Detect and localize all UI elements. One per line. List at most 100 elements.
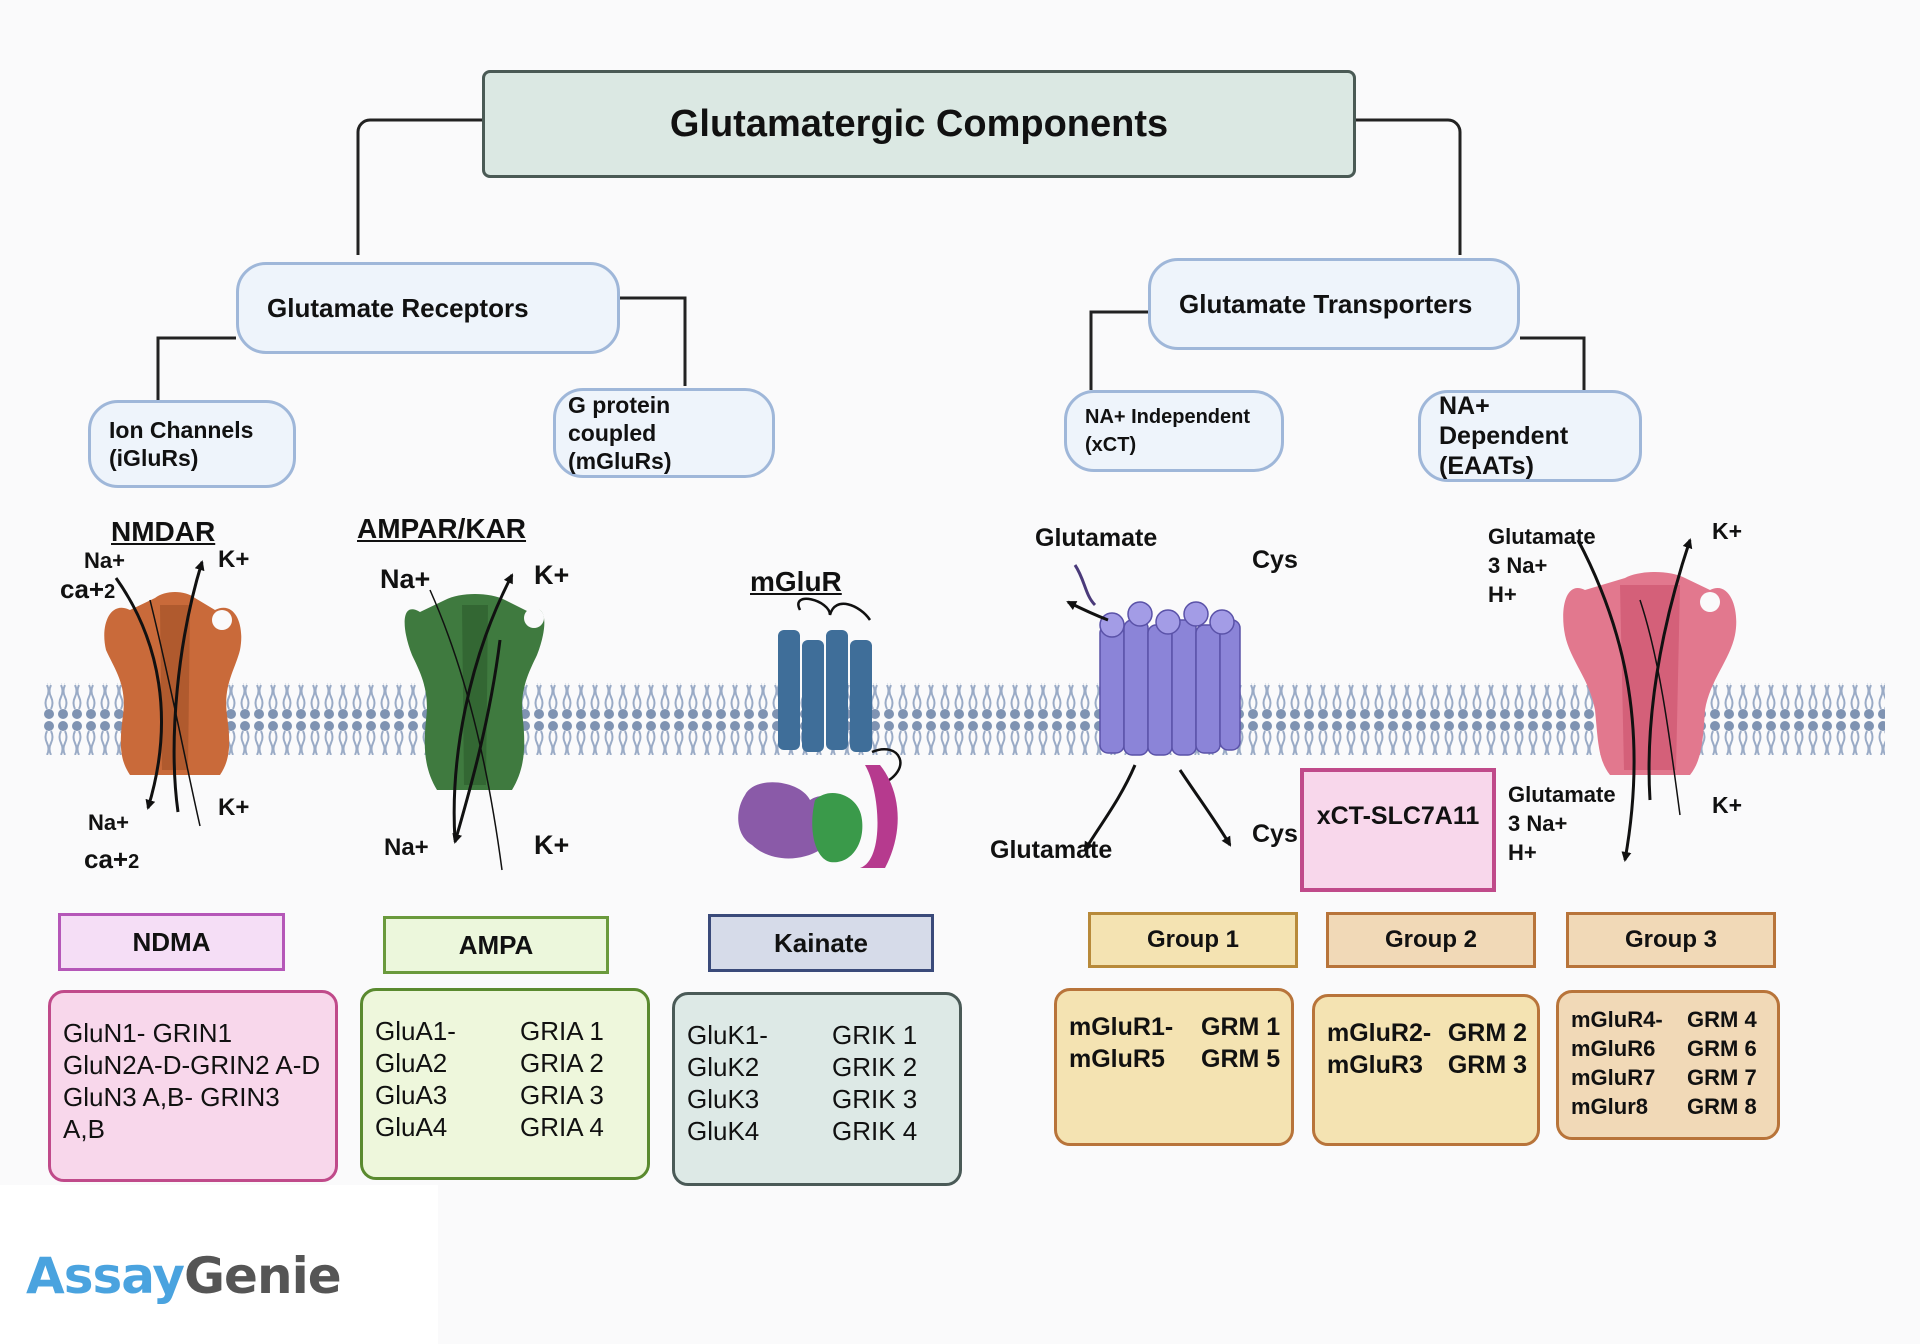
group1-gene: GRM 1	[1201, 1013, 1281, 1041]
group3-protein: mGlur8	[1571, 1094, 1649, 1119]
ndma-label: NDMA	[132, 926, 211, 957]
eaat-k-bottom: K+	[1712, 792, 1743, 818]
ampa-protein: GluA1-	[375, 1016, 456, 1046]
ampa-protein: GluA3	[375, 1080, 448, 1110]
kainate-gene: GRIK 1	[832, 1020, 918, 1050]
group3-category: Group 3	[1566, 912, 1776, 968]
ca-text: ca+	[84, 844, 129, 874]
glutamate-receptors-label: Glutamate Receptors	[267, 292, 529, 323]
group2-category: Group 2	[1326, 912, 1536, 968]
connector-transporters-dep	[1520, 336, 1586, 390]
cell-membrane	[40, 683, 1885, 755]
ampar-na-top: Na+	[380, 564, 431, 594]
group3-gene: GRM 8	[1687, 1094, 1757, 1119]
nmdar-channel-icon	[104, 592, 242, 775]
group2-gene: GRM 3	[1447, 1051, 1527, 1079]
title-text: Glutamatergic Components	[669, 102, 1169, 145]
group1-label: Group 1	[1146, 926, 1239, 953]
title-box: Glutamatergic Components	[482, 70, 1356, 178]
group3-gene: GRM 7	[1687, 1065, 1757, 1090]
ampa-category: AMPA	[383, 916, 609, 974]
group3-gene: GRM 4	[1687, 1007, 1757, 1032]
connector-transporters-indep	[1089, 310, 1148, 390]
group3-gene-row: mGluR7 GRM 7	[1571, 1063, 1767, 1092]
kainate-gene: GRIK 2	[832, 1052, 918, 1082]
kainate-label: Kainate	[774, 927, 868, 958]
xct-cys-top: Cys	[1252, 546, 1298, 574]
eaat-top-glutamate: Glutamate	[1488, 524, 1596, 549]
nmdar-k-bottom: K+	[218, 794, 250, 821]
nmdar-na-bottom: Na+	[88, 810, 129, 835]
ca-text: ca+	[60, 574, 105, 604]
connector-receptors-gpcr	[620, 296, 687, 386]
xct-slc7a11-box: xCT-SLC7A11	[1300, 768, 1496, 892]
glutamate-transporters-node: Glutamate Transporters	[1148, 258, 1520, 350]
ndma-gene-row: GluN1- GRIN1	[63, 1018, 233, 1048]
connector-title-transporters	[1356, 118, 1462, 255]
ampa-gene-row: GluA4 GRIA 4	[375, 1111, 637, 1143]
mglur-receptor-icon	[738, 597, 902, 868]
group1-category: Group 1	[1088, 912, 1298, 968]
group3-protein: mGluR4-	[1571, 1007, 1663, 1032]
ion-channels-line2: (iGluRs)	[109, 445, 199, 471]
na-independent-node: NA+ Independent (xCT)	[1064, 390, 1284, 472]
group3-gene-row: mGluR4- GRM 4	[1571, 1005, 1767, 1034]
ampa-protein: GluA4	[375, 1112, 448, 1142]
eaat-transporter-icon	[1563, 572, 1737, 775]
kainate-category: Kainate	[708, 914, 934, 972]
nmdar-arrows	[114, 560, 205, 827]
ndma-gene-row: GluN2A-D-GRIN2 A-D	[63, 1050, 321, 1080]
ca-subscript: 2	[128, 851, 140, 873]
group2-gene-row: mGluR2-GRM 2	[1327, 1017, 1527, 1049]
ampa-label: AMPA	[458, 929, 534, 960]
ampa-gene: GRIA 4	[520, 1112, 604, 1142]
eaat-top-na: 3 Na+	[1488, 553, 1548, 578]
ampar-na-bottom: Na+	[384, 834, 429, 861]
na-dependent-node: NA+ Dependent (EAATs)	[1418, 390, 1642, 482]
glutamate-receptors-node: Glutamate Receptors	[236, 262, 620, 354]
na-independent-line2: (xCT)	[1085, 434, 1137, 456]
kainate-protein: GluK4	[687, 1116, 760, 1146]
connector-receptors-ion	[156, 336, 236, 400]
ampar-k-bottom: K+	[534, 830, 570, 860]
eaat-bottom-ions: Glutamate 3 Na+ H+	[1508, 780, 1616, 867]
eaat-bottom-h: H+	[1508, 840, 1537, 865]
ampa-gene: GRIA 1	[520, 1016, 604, 1046]
xct-transporter-icon	[1073, 564, 1241, 756]
eaat-bottom-na: 3 Na+	[1508, 811, 1568, 836]
group1-protein: mGluR1-	[1069, 1013, 1174, 1041]
group2-protein: mGluR3	[1327, 1051, 1423, 1079]
nmdar-k-top: K+	[218, 546, 250, 573]
eaat-k-top: K+	[1712, 518, 1743, 544]
nmdar-ca-bottom: ca+2	[84, 846, 139, 872]
group3-protein: mGluR6	[1571, 1036, 1656, 1061]
connector-title-receptors	[356, 118, 482, 255]
na-independent-line1: NA+ Independent	[1085, 406, 1251, 428]
gpcr-line1: G protein coupled	[568, 392, 671, 446]
kainate-protein: GluK3	[687, 1084, 760, 1114]
ampa-gene: GRIA 2	[520, 1048, 604, 1078]
group3-gene-row: mGlur8 GRM 8	[1571, 1092, 1767, 1121]
mglur-label: mGluR	[750, 566, 842, 597]
ion-channels-line1: Ion Channels	[109, 417, 254, 443]
kainate-protein: GluK2	[687, 1052, 760, 1082]
group3-protein: mGluR7	[1571, 1065, 1656, 1090]
ampar-k-top: K+	[534, 560, 570, 590]
nmdar-ca-top: ca+2	[60, 576, 115, 602]
kainate-gene: GRIK 4	[832, 1116, 918, 1146]
ampar-arrows	[429, 573, 514, 871]
nmdar-na-top: Na+	[84, 548, 125, 573]
group2-protein: mGluR2-	[1327, 1019, 1432, 1047]
logo-wordmark: AssayGenie	[26, 1247, 342, 1305]
kainate-protein: GluK1-	[687, 1020, 768, 1050]
na-dependent-line1: NA+ Dependent	[1439, 392, 1569, 450]
